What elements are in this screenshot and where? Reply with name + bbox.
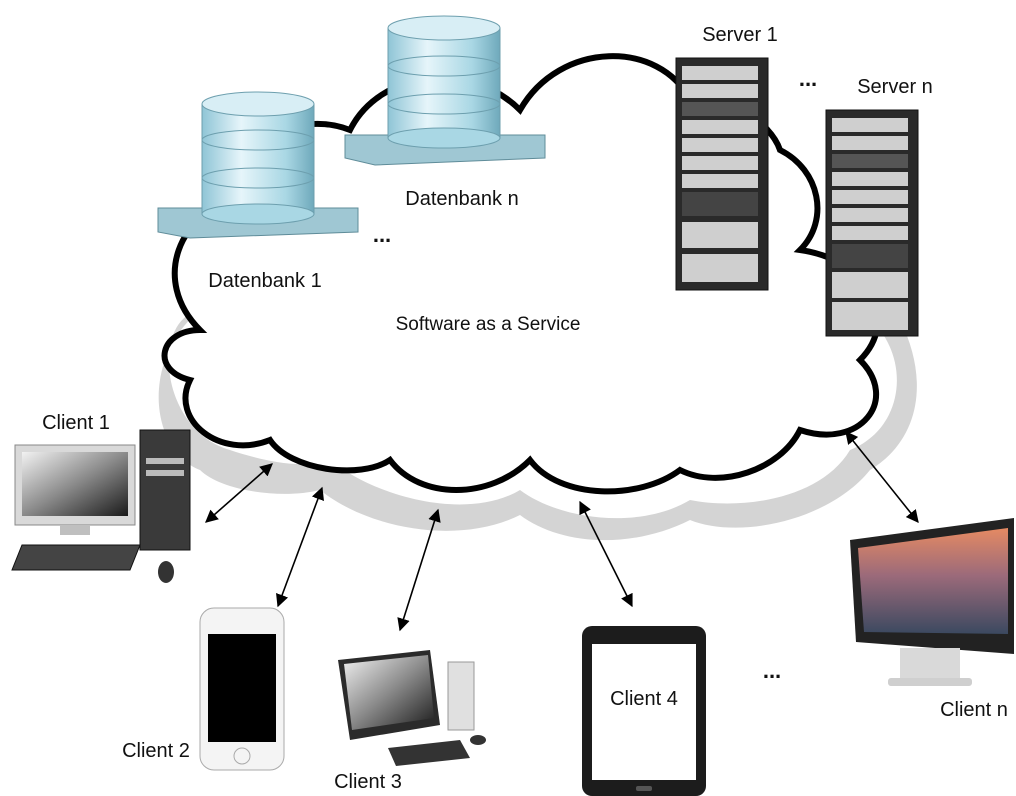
client-1-label: Client 1 xyxy=(42,412,110,434)
database-1-label: Datenbank 1 xyxy=(208,270,321,292)
smartphone-icon xyxy=(199,607,285,771)
server-n-label: Server n xyxy=(857,76,933,98)
database-ellipsis: ... xyxy=(373,222,391,247)
arrow-client-4 xyxy=(579,500,633,608)
all-in-one-pc-icon xyxy=(338,650,486,766)
arrow-client-3 xyxy=(397,508,441,632)
arrow-client-1 xyxy=(205,463,273,523)
database-n-label: Datenbank n xyxy=(405,188,518,210)
tablet-icon xyxy=(582,626,706,796)
cloud-label: Software as a Service xyxy=(396,314,581,335)
server-1-label: Server 1 xyxy=(702,24,778,46)
monitor-icon xyxy=(850,518,1014,686)
client-n-label: Client n xyxy=(940,699,1008,721)
client-ellipsis: ... xyxy=(763,658,781,683)
client-3-label: Client 3 xyxy=(334,771,402,793)
arrow-client-2 xyxy=(276,486,324,608)
arrow-client-n xyxy=(845,431,919,523)
server-ellipsis: ... xyxy=(799,66,817,91)
client-4-label: Client 4 xyxy=(610,688,678,710)
cloud-shadow xyxy=(158,310,917,541)
server-1-icon xyxy=(675,57,769,291)
database-n-icon xyxy=(344,15,546,166)
client-2-label: Client 2 xyxy=(122,740,190,762)
server-n-icon xyxy=(825,109,919,337)
database-1-icon xyxy=(157,91,359,239)
connection-arrows xyxy=(205,431,919,632)
desktop-pc-icon xyxy=(11,429,191,583)
